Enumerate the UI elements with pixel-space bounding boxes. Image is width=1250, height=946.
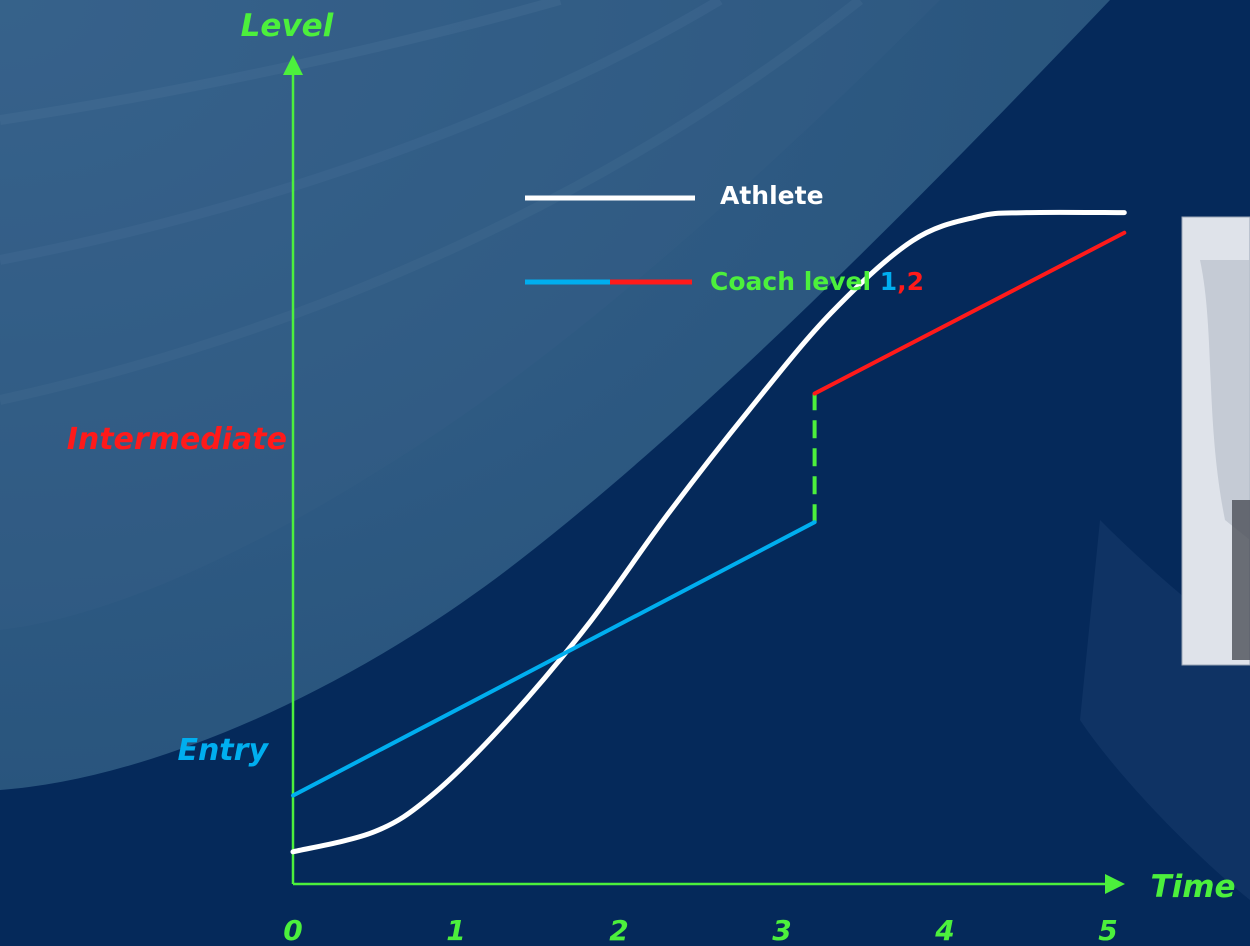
x-tick-label: 1: [446, 914, 465, 946]
series-line-coach-level-2: [812, 230, 1127, 396]
y-label-intermediate: Intermediate: [67, 422, 287, 457]
x-axis-title: Time: [1150, 869, 1235, 905]
y-axis-title: Level: [241, 8, 334, 44]
x-tick-label: 4: [934, 914, 954, 946]
legend-label-coach-2: 2: [907, 267, 924, 296]
legend-label-coach: Coach level 1,2: [710, 267, 924, 296]
x-tick-label: 0: [283, 914, 302, 946]
x-tick-label: 2: [609, 914, 628, 946]
legend-label-coach-text: Coach level: [710, 267, 880, 296]
legend-label-coach-1: 1: [880, 267, 897, 296]
series-line-coach-level-1: [291, 520, 817, 798]
x-tick-label: 5: [1098, 914, 1117, 946]
legend-label-coach-comma: ,: [897, 267, 907, 296]
series-line-athlete: [290, 209, 1127, 855]
legend-label-athlete: Athlete: [720, 181, 824, 210]
legend: Athlete Coach level 1,2: [525, 181, 924, 296]
y-label-entry: Entry: [177, 733, 269, 768]
x-tick-label: 3: [772, 914, 791, 946]
